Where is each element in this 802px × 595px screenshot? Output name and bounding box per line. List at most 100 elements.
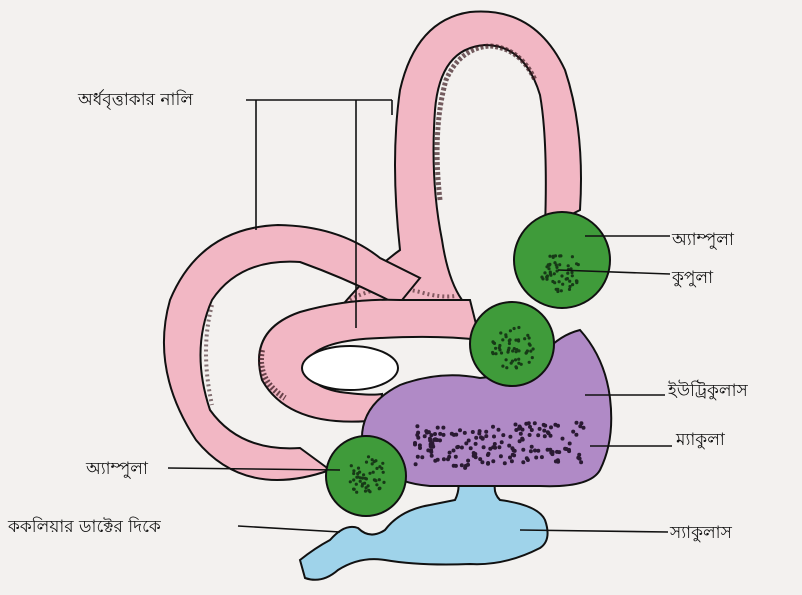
macula-dot [521,438,525,442]
cupula-dot [357,467,360,470]
macula-dot [436,458,440,462]
macula-dot [433,432,437,436]
macula-dot [463,431,467,435]
macula-dot [507,444,511,448]
cupula-dot [560,274,563,277]
macula-dot [429,433,433,437]
macula-dot [454,455,458,459]
cupula-dot [498,346,501,349]
cupula-dot [547,267,550,270]
sacculus-label: স্যাকুলাস [670,525,732,542]
cupula-dot [558,254,561,257]
macula-dot [528,433,532,437]
macula-dot [433,437,437,441]
macula-dot [430,454,434,458]
macula-dot [429,450,433,454]
macula-dot [571,430,575,434]
cupula-dot [505,358,508,361]
macula-dot [574,433,578,437]
cupula-dot [367,489,370,492]
cupula-dot [546,274,549,277]
cupula-dot [501,365,504,368]
macula-dot [488,447,492,451]
macula-dot [481,436,485,440]
cupula-dot [561,283,564,286]
macula-dot [538,427,542,431]
semicircular-canal-label: অর্ধবৃত্তাকার নালি [78,92,193,109]
utriculus-label: ইউট্রিকুলাস [668,383,748,400]
macula-dot [448,451,452,455]
macula-dot [533,421,537,425]
cupula-dot [570,271,573,274]
cupula-dot [540,276,543,279]
cupula-dot [549,272,552,275]
cupula-dot [363,482,366,485]
macula-dot [474,436,478,440]
cupula-dot [367,455,370,458]
cupula-dot [553,281,556,284]
cupula-dot [378,487,381,490]
macula-dot [525,456,529,460]
cupula-dot [543,271,546,274]
macula-dot [455,445,459,449]
macula-dot [471,430,475,434]
cupula-dot [501,338,504,341]
macula-dot [441,426,445,430]
cupula-dot [568,288,571,291]
macula-dot [491,459,495,463]
macula-dot [512,448,516,452]
cupula-dot [547,263,550,266]
cupula-dot [505,335,508,338]
cupula-dot [508,338,511,341]
cupula-dot [571,274,574,277]
macula-dot [480,460,484,464]
macula-dot [567,449,571,453]
cupula-dot [355,483,358,486]
cupula-dot [491,351,494,354]
cochlear-duct-label: ককলিয়ার ডাক্টের দিকে [8,519,161,536]
cupula-dot [352,478,355,481]
cupula-dot [353,488,356,491]
macula-dot [486,453,490,457]
cupula-dot [511,360,514,363]
macula-dot [578,457,582,461]
cupula-label: কুপুলা [672,270,713,287]
cupula-dot [500,351,503,354]
cupula-dot [378,478,381,481]
macula-dot [460,446,464,450]
cupula-dot [505,366,508,369]
cupula-dot [509,329,512,332]
cupula-dot [352,472,355,475]
cupula-dot [375,483,378,486]
cupula-dot [373,478,376,481]
cupula-dot [558,280,561,283]
cupula-dot [556,290,559,293]
macula-dot [528,425,532,429]
cupula-dot [359,476,362,479]
macula-dot [579,460,583,464]
macula-dot [540,455,544,459]
macula-dot [446,457,450,461]
cupula-dot [514,358,517,361]
macula-dot [575,421,579,425]
cupula-dot [507,349,510,352]
macula-dot [497,428,501,432]
macula-dot [547,431,551,435]
cupula-dot [491,340,494,343]
macula-dot [418,446,422,450]
cupula-dot [548,255,551,258]
macula-dot [543,424,547,428]
cupula-dot [565,278,568,281]
cupula-dot [361,484,364,487]
macula-dot [536,449,540,453]
macula-dot [420,455,424,459]
macula-dot [463,466,467,470]
macula-dot [521,448,525,452]
macula-dot [442,433,446,437]
cupula-dot [517,338,520,341]
macula-dot [503,461,507,465]
cupula-dot [558,263,561,266]
cupula-dot [568,285,571,288]
macula-dot [568,442,572,446]
macula-dot [415,424,419,428]
